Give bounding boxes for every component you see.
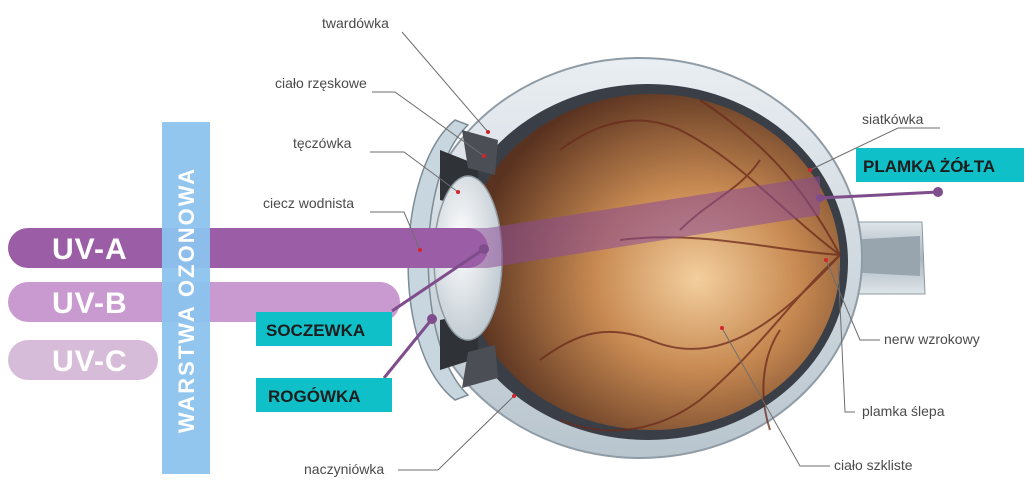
label-nerw-wzrokowy: nerw wzrokowy — [884, 331, 980, 347]
label-teczowka: tęczówka — [293, 135, 352, 151]
label-plamka-slepa: plamka ślepa — [862, 403, 945, 419]
label-siatkowka: siatkówka — [862, 111, 924, 127]
ozone-layer-label: WARSTWA OZONOWA — [174, 167, 199, 433]
label-cialo-rzeskowe: ciało rzęskowe — [275, 75, 367, 91]
label-twardowka: twardówka — [322, 15, 389, 31]
uv-b-label: UV-B — [52, 287, 128, 320]
soczewka-label: SOCZEWKA — [266, 321, 365, 340]
label-naczyniowka: naczyniówka — [304, 461, 384, 477]
rogowka-label: ROGÓWKA — [268, 387, 361, 406]
uv-c-label: UV-C — [52, 345, 128, 378]
label-cialo-szkliste: ciało szkliste — [834, 457, 913, 473]
uv-a-label: UV-A — [52, 233, 128, 266]
label-ciecz-wodnista: ciecz wodnista — [263, 195, 354, 211]
plamka-zolta-label: PLAMKA ŻÓŁTA — [863, 157, 995, 176]
